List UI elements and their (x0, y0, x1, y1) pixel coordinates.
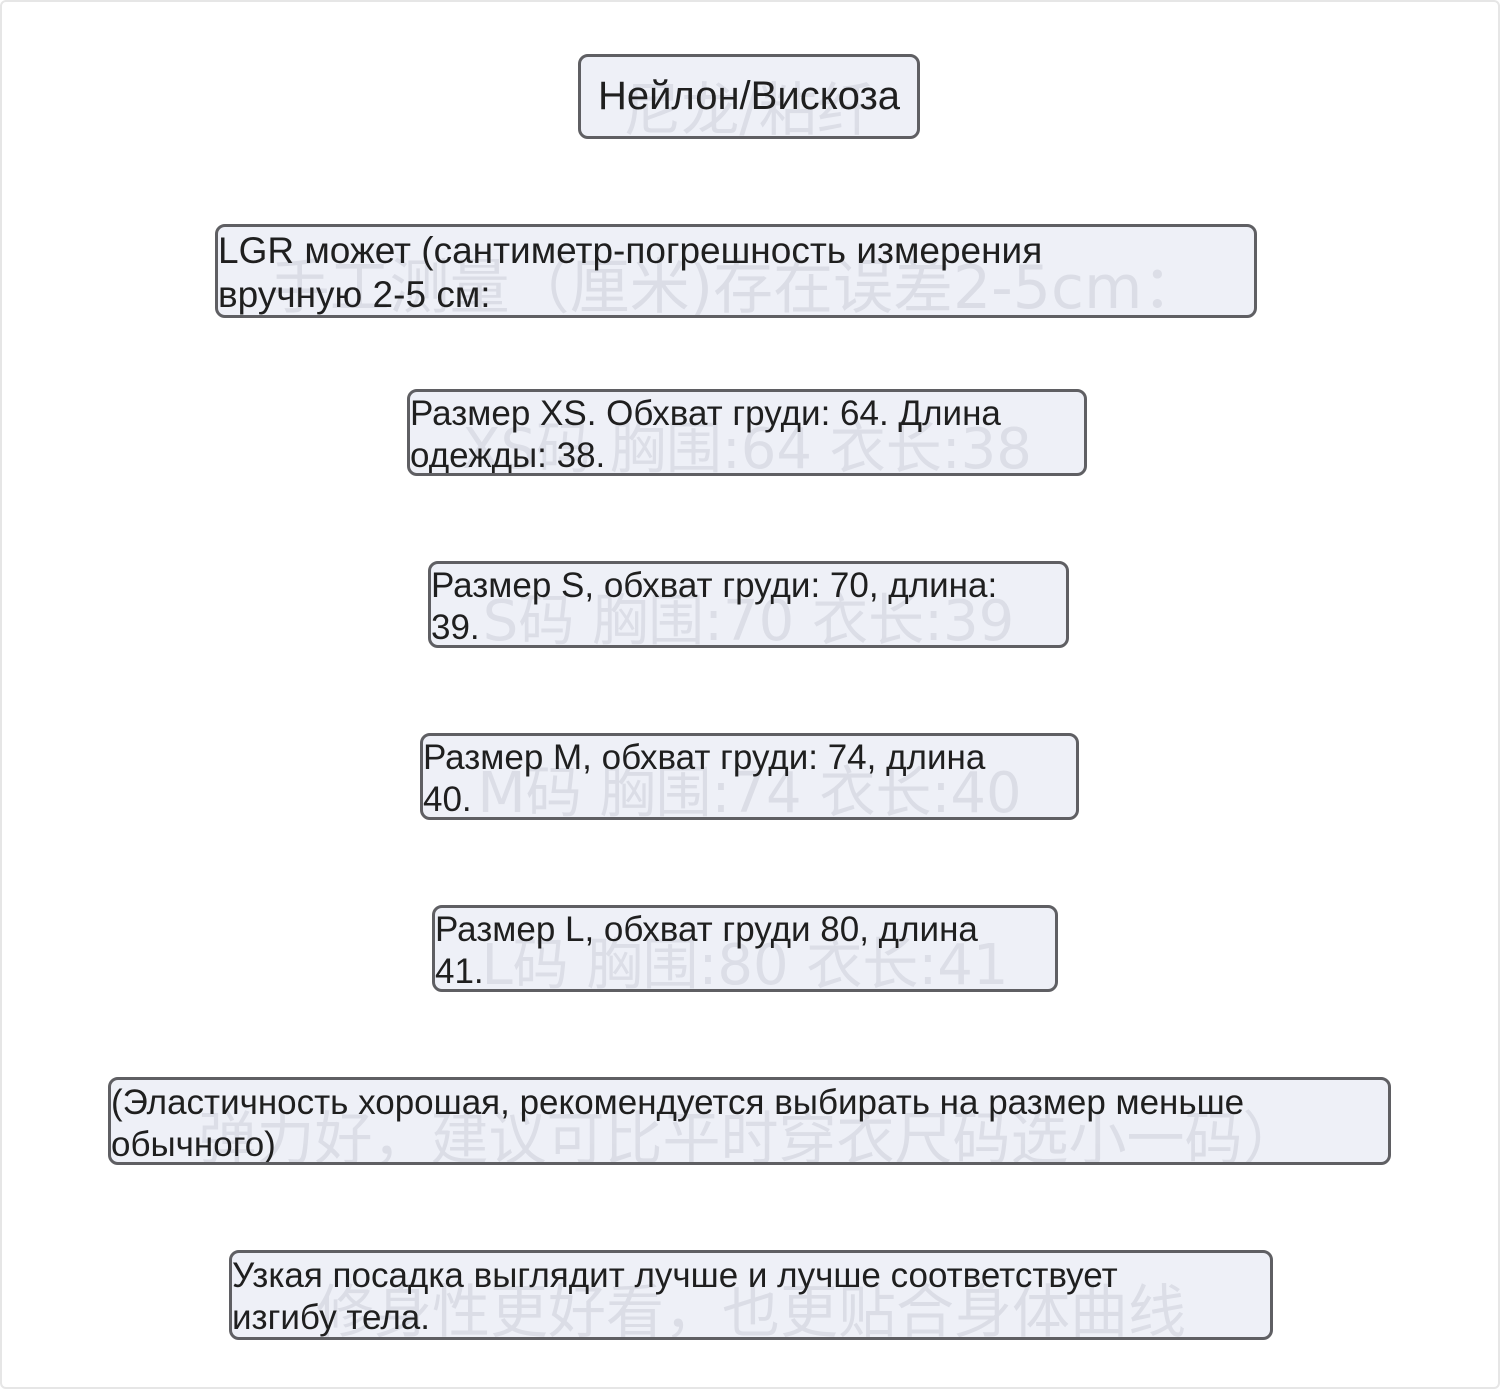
size-m-caption: M码 胸围:74 衣长:40 Размер M, обхват груди: 7… (420, 733, 1079, 820)
size-s-label: Размер S, обхват груди: 70, длина: 39. (431, 566, 998, 647)
measurement-note-label: LGR может (сантиметр-погрешность измерен… (218, 230, 1043, 316)
size-s-caption: S码 胸围:70 衣长:39 Размер S, обхват груди: 7… (428, 561, 1069, 648)
size-l-label: Размер L, обхват груди 80, длина 41. (435, 910, 978, 991)
measurement-note-caption: 手工测量（厘米)存在误差2-5cm： LGR может (сантиметр-… (215, 224, 1257, 318)
size-m-label: Размер M, обхват груди: 74, длина 40. (423, 738, 986, 819)
elasticity-label: (Эластичность хорошая, рекомендуется выб… (111, 1083, 1245, 1164)
fit-label: Узкая посадка выглядит лучше и лучше соо… (232, 1256, 1118, 1337)
fit-caption: 修身性更好看，也更贴合身体曲线 Узкая посадка выглядит л… (229, 1250, 1273, 1340)
size-xs-label: Размер XS. Обхват груди: 64. Длина одежд… (410, 394, 1001, 475)
size-l-caption: L码 胸围:80 衣长:41 Размер L, обхват груди 80… (432, 905, 1058, 992)
elasticity-caption: 弹力好，建议可比平时穿衣尺码选小一码） (Эластичность хороша… (108, 1077, 1391, 1165)
material-caption: 尼龙/粘纤 Нейлон/Вискоза (578, 54, 920, 139)
size-xs-caption: XS码 胸围:64 衣长:38 Размер XS. Обхват груди:… (407, 389, 1087, 476)
material-label: Нейлон/Вискоза (597, 74, 901, 118)
